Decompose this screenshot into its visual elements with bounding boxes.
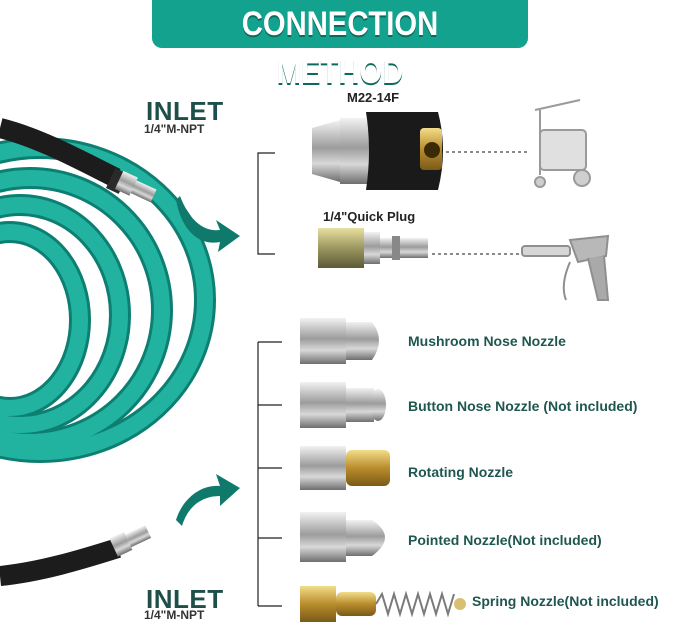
arrow-bottom-icon	[176, 474, 240, 526]
nozzle-label-pointed: Pointed Nozzle(Not included)	[408, 532, 602, 548]
m22-coupler-icon	[312, 112, 443, 190]
inlet-bottom-thread: 1/4"M-NPT	[144, 608, 205, 622]
top-hose-end	[0, 118, 157, 203]
spray-gun-icon	[521, 234, 610, 301]
title-banner	[152, 0, 528, 48]
bottom-hose-end	[0, 525, 152, 586]
spring-nozzle-icon	[300, 586, 466, 622]
button-nozzle-icon	[300, 382, 386, 428]
inlet-top-label: INLET	[146, 96, 224, 126]
hose-coil	[0, 137, 216, 463]
pressure-washer-icon	[534, 99, 591, 188]
pointed-nozzle-icon	[300, 512, 385, 562]
quick-plug-icon	[318, 228, 428, 268]
inlet-top-thread: 1/4"M-NPT	[144, 122, 205, 136]
nozzle-label-button: Button Nose Nozzle (Not included)	[408, 398, 638, 414]
fitting-label-quick-plug: 1/4"Quick Plug	[323, 209, 416, 224]
page-title: CONNECTION METHOD	[241, 5, 439, 91]
nozzle-bracket	[257, 341, 282, 607]
nozzle-label-mushroom: Mushroom Nose Nozzle	[408, 333, 566, 349]
arrow-top-icon	[176, 196, 240, 252]
nozzle-label-rotating: Rotating Nozzle	[408, 464, 513, 480]
nozzle-label-spring: Spring Nozzle(Not included)	[472, 593, 659, 609]
mushroom-nozzle-icon	[300, 318, 379, 364]
fitting-label-m22: M22-14F	[347, 90, 400, 105]
rotating-nozzle-icon	[300, 446, 390, 490]
fitting-bracket	[257, 152, 275, 255]
inlet-bottom-label: INLET	[146, 584, 224, 614]
